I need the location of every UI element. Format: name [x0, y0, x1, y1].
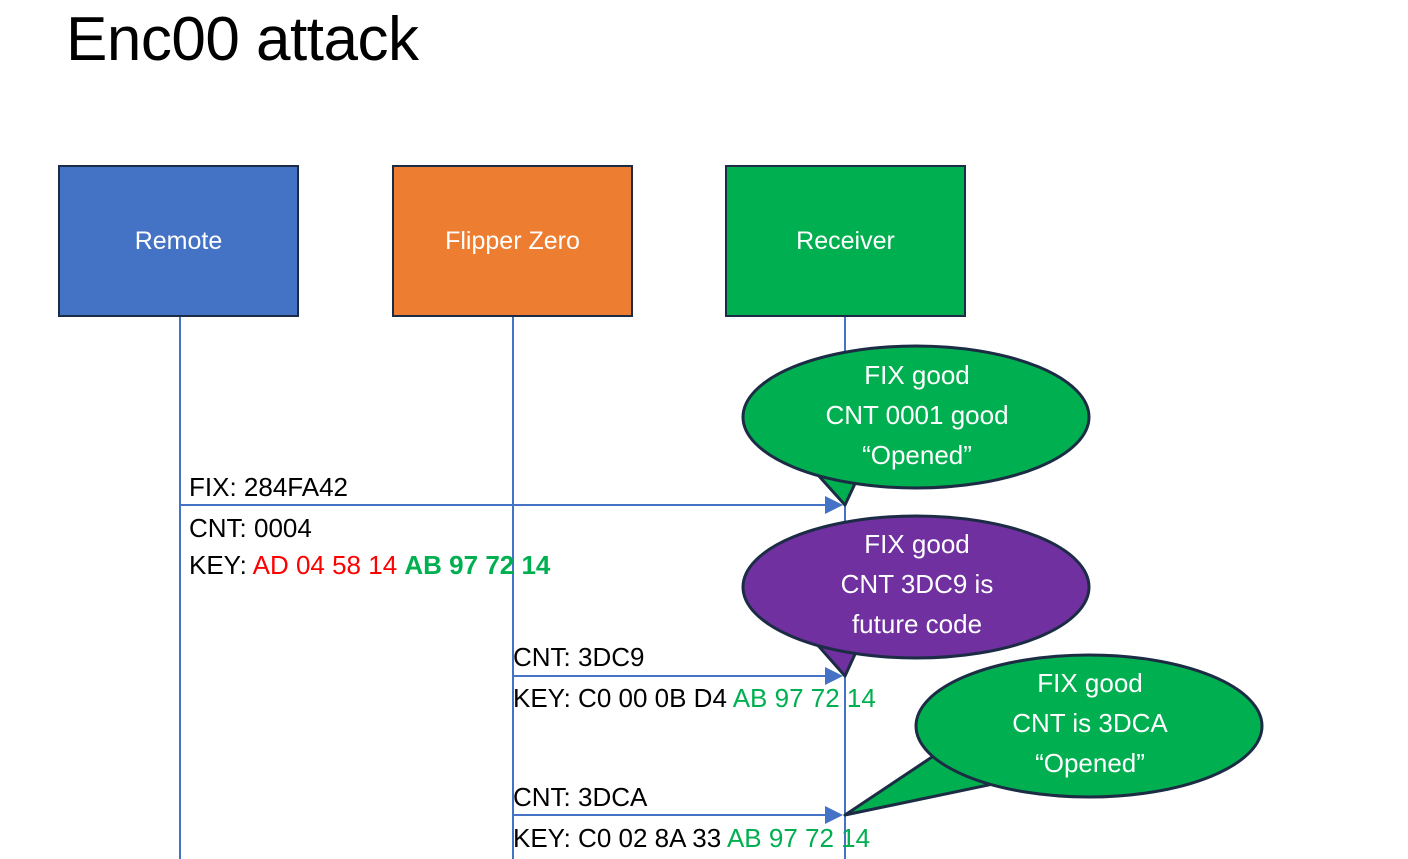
- message-1-key-red: AD 04 58 14: [252, 550, 398, 580]
- callout-bubble-3: [843, 653, 1264, 817]
- callout-ellipse-3: [914, 653, 1264, 799]
- message-2-cnt-label: CNT: 3DC9: [513, 642, 645, 672]
- page-title: Enc00 attack: [66, 5, 419, 74]
- callout-text-2: FIX good CNT 3DC9 is future code: [745, 524, 1089, 644]
- actor-box-remote[interactable]: Remote: [58, 165, 299, 317]
- message-1-key-prefix: KEY:: [189, 550, 253, 580]
- message-2-key-prefix: KEY:: [513, 683, 579, 713]
- message-2-key-label: KEY: C0 00 0B D4 AB 97 72 14: [513, 681, 876, 715]
- callout-3-line-3: “Opened”: [1035, 748, 1145, 778]
- actor-label-flipper: Flipper Zero: [445, 227, 580, 255]
- message-3-key-green: AB 97 72 14: [726, 823, 871, 853]
- actor-label-remote: Remote: [134, 227, 223, 255]
- message-1-key-green: AB 97 72 14: [404, 550, 551, 580]
- message-1-fix-label: FIX: 284FA42: [189, 472, 348, 502]
- callout-bubble-1: [741, 344, 1091, 507]
- callout-2-line-3: future code: [851, 609, 983, 639]
- callout-3-line-2: CNT is 3DCA: [1012, 708, 1168, 738]
- callout-3-line-1: FIX good: [1037, 668, 1143, 698]
- callout-2-line-2: CNT 3DC9 is: [840, 569, 994, 599]
- actor-label-receiver: Receiver: [796, 227, 895, 255]
- callout-bubble-2: [741, 514, 1091, 678]
- callout-ellipse-1: [741, 344, 1091, 490]
- actor-box-receiver[interactable]: Receiver: [725, 165, 966, 317]
- callout-2-line-1: FIX good: [864, 529, 970, 559]
- callout-ellipse-2: [741, 514, 1091, 660]
- message-2-key-green: AB 97 72 14: [732, 683, 876, 713]
- message-3-cnt-label: CNT: 3DCA: [513, 782, 648, 812]
- callout-text-3: FIX good CNT is 3DCA “Opened”: [918, 663, 1262, 783]
- callout-1-line-1: FIX good: [864, 360, 970, 390]
- message-2-key-black: C0 00 0B D4: [578, 683, 727, 713]
- message-3-key-prefix: KEY:: [513, 823, 579, 853]
- callout-text-1: FIX good CNT 0001 good “Opened”: [745, 355, 1089, 475]
- callout-1-line-2: CNT 0001 good: [825, 400, 1009, 430]
- message-1-cnt-label: CNT: 0004: [189, 513, 312, 543]
- actor-box-flipper[interactable]: Flipper Zero: [392, 165, 633, 317]
- message-3-key-label: KEY: C0 02 8A 33 AB 97 72 14: [513, 821, 870, 855]
- callout-1-line-3: “Opened”: [862, 440, 972, 470]
- message-1-key-label: KEY: AD 04 58 14 AB 97 72 14: [189, 548, 550, 582]
- message-3-key-black: C0 02 8A 33: [578, 823, 722, 853]
